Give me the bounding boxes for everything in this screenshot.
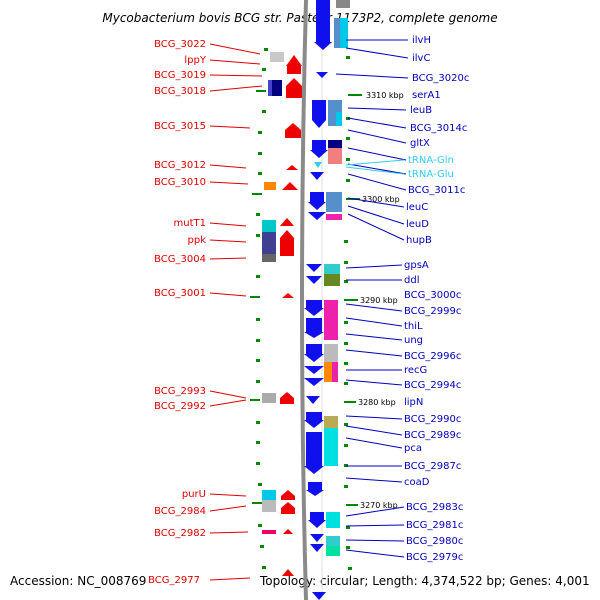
gene-label: BCG_3015 [154, 121, 206, 132]
gene-label: hupB [406, 235, 432, 246]
gene-label: BCG_2987c [404, 461, 461, 472]
svg-text:3290 kbp: 3290 kbp [360, 296, 398, 305]
gene-label: BCG_3012 [154, 160, 206, 171]
genome-backbone [300, 0, 308, 600]
gene-label: BCG_2999c [404, 306, 461, 317]
gene-label: BCG_3001 [154, 288, 206, 299]
gene-label: BCG_2989c [404, 430, 461, 441]
gene-label: lipN [404, 397, 423, 408]
gene-label: BCG_3004 [154, 254, 206, 265]
gene-label: lppY [184, 55, 206, 66]
gene-label: BCG_2984 [154, 506, 206, 517]
right-leader-lines [335, 39, 409, 558]
gene-label: purU [182, 489, 206, 500]
reverse-strand-genes [304, 0, 350, 600]
gene-label: BCG_2994c [404, 380, 461, 391]
left-long-ticks [250, 90, 266, 504]
gene-label: pca [404, 443, 422, 454]
gene-label: BCG_2992 [154, 401, 206, 412]
gene-label: BCG_2977 [148, 575, 200, 586]
gene-label: gpsA [404, 260, 429, 271]
rna-gene-label: tRNA-Glu [408, 169, 454, 180]
accession-text: Accession: NC_008769 [10, 574, 146, 588]
gene-label: BCG_3020c [412, 73, 469, 84]
gene-label: BCG_2979c [406, 552, 463, 563]
rna-leader-lines [345, 159, 405, 175]
kbp-marker: 3280 kbp [344, 398, 396, 407]
svg-text:3280 kbp: 3280 kbp [358, 398, 396, 407]
kbp-marker: 3310 kbp [348, 91, 404, 100]
right-ticks [344, 56, 352, 570]
svg-text:3310 kbp: 3310 kbp [366, 91, 404, 100]
gene-label: recG [404, 365, 427, 376]
left-leader-lines [209, 43, 263, 581]
gene-label: BCG_3018 [154, 86, 206, 97]
gene-label: BCG_3011c [408, 185, 465, 196]
gene-label: BCG_3010 [154, 177, 206, 188]
gene-label: BCG_3019 [154, 70, 206, 81]
svg-text:3300 kbp: 3300 kbp [362, 195, 400, 204]
gene-label: coaD [404, 477, 430, 488]
gene-label: leuD [406, 219, 429, 230]
gene-label: leuC [406, 202, 428, 213]
gene-label: BCG_3014c [410, 123, 467, 134]
rna-gene-label: tRNA-Gln [408, 155, 454, 166]
left-gene-labels: BCG_3022 lppY BCG_3019 BCG_3018 BCG_3015… [148, 39, 207, 586]
map-title: Mycobacterium bovis BCG str. Pasteur 117… [102, 11, 497, 25]
topology-text: Topology: circular; Length: 4,374,522 bp… [259, 574, 590, 588]
gene-label: leuB [410, 105, 432, 116]
gene-label: BCG_2983c [406, 502, 463, 513]
gene-label: ddl [404, 275, 419, 286]
gene-label: BCG_2996c [404, 351, 461, 362]
gene-label: ppk [188, 235, 207, 246]
gene-label: gltX [410, 138, 430, 149]
gene-label: ilvC [412, 53, 430, 64]
gene-label: BCG_2981c [406, 520, 463, 531]
gene-label: ilvH [412, 35, 431, 46]
gene-label: BCG_3022 [154, 39, 206, 50]
left-ticks [256, 48, 268, 569]
gene-label: BCG_2990c [404, 414, 461, 425]
kbp-marker: 3300 kbp [346, 195, 400, 204]
forward-strand-genes [262, 52, 302, 576]
gene-label: ung [404, 335, 423, 346]
gene-label: serA1 [412, 90, 441, 101]
right-gene-labels: ilvH ilvC BCG_3020c serA1 leuB BCG_3014c… [404, 35, 469, 563]
gene-label: BCG_2980c [406, 536, 463, 547]
kbp-marker: 3290 kbp [344, 296, 398, 305]
gene-label: BCG_2982 [154, 528, 206, 539]
gene-label: BCG_3000c [404, 290, 461, 301]
kbp-marker: 3270 kbp [346, 501, 398, 510]
svg-text:3270 kbp: 3270 kbp [360, 501, 398, 510]
gene-label: BCG_2993 [154, 386, 206, 397]
gene-label: thiL [404, 321, 423, 332]
gene-label: mutT1 [174, 218, 206, 229]
